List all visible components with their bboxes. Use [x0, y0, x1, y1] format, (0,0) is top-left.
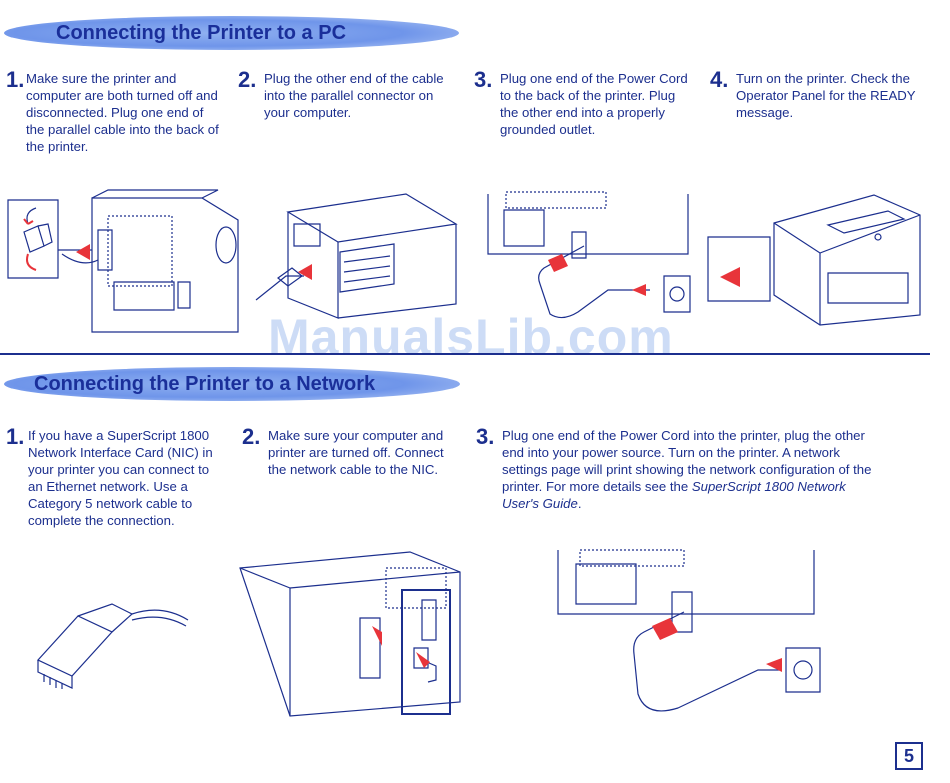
- step-text: Plug one end of the Power Cord into the …: [502, 427, 874, 512]
- step-text: Plug the other end of the cable into the…: [264, 71, 444, 120]
- step-text-main: Plug one end of the Power Cord into the …: [502, 428, 872, 494]
- network-power-cord-illustration: [556, 548, 824, 720]
- section-title-pc: Connecting the Printer to a PC: [56, 21, 347, 44]
- step-number: 3.: [476, 424, 495, 449]
- step-text: Plug one end of the Power Cord to the ba…: [500, 71, 688, 137]
- step-text: Turn on the printer. Check the Operator …: [736, 71, 916, 120]
- printer-back-parallel-illustration: [6, 190, 246, 335]
- guide-title: SuperScript 1800 Network User's Guide: [502, 479, 846, 511]
- section-title-network: Connecting the Printer to a Network: [34, 372, 376, 395]
- watermark: ManualsLib.com: [268, 309, 674, 365]
- step-number: 3.: [474, 67, 493, 92]
- section-divider: [0, 353, 930, 355]
- computer-parallel-illustration: [252, 192, 462, 322]
- step-text-end: .: [577, 496, 582, 511]
- section-banner-network: Connecting the Printer to a Network: [4, 367, 460, 401]
- section-banner-pc: Connecting the Printer to a PC: [4, 16, 459, 50]
- printer-front-illustration: [708, 195, 923, 325]
- step-text: Make sure the printer and computer are b…: [26, 71, 219, 154]
- page-number: 5: [895, 742, 923, 770]
- step-number: 4.: [710, 67, 729, 92]
- printer-nic-illustration: [236, 548, 476, 718]
- step-text: If you have a SuperScript 1800 Network I…: [28, 428, 213, 528]
- ethernet-connector-illustration: [34, 600, 194, 690]
- step-number: 2.: [238, 67, 257, 92]
- power-cord-outlet-illustration: [484, 190, 694, 330]
- step-number: 2.: [242, 424, 261, 449]
- step-number: 1.: [6, 424, 25, 449]
- step-text: Make sure your computer and printer are …: [268, 428, 444, 477]
- step-number: 1.: [6, 67, 25, 92]
